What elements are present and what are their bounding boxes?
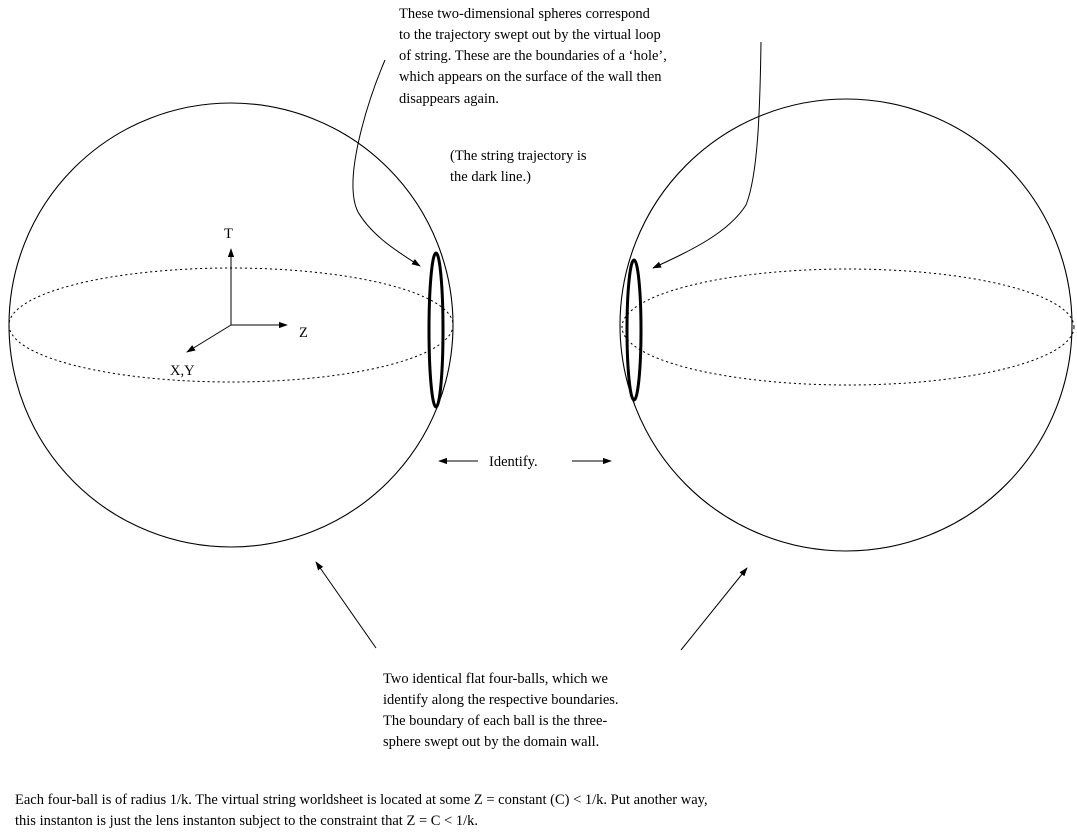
caption-line: Each four-ball is of radius 1/k. The vir…: [15, 792, 708, 808]
spheres-note-line: to the trajectory swept out by the virtu…: [399, 27, 661, 43]
coordinate-axes: T Z X,Y: [170, 226, 308, 379]
right-ball-outline: [619, 98, 1073, 552]
spheres-note-line: disappears again.: [399, 91, 499, 107]
right-string-trajectory: [625, 258, 643, 402]
balls-note-line: Two identical flat four-balls, which we: [383, 671, 608, 687]
balls-annotation: Two identical flat four-balls, which we …: [383, 671, 619, 750]
caption-line: this instanton is just the lens instanto…: [15, 813, 478, 829]
balls-note-line: identify along the respective boundaries…: [383, 692, 619, 708]
spheres-note-line: These two-dimensional spheres correspond: [399, 6, 651, 22]
balls-pointer-right: [680, 567, 748, 651]
identify-label: Identify.: [489, 454, 538, 470]
balls-note-line: sphere swept out by the domain wall.: [383, 734, 599, 750]
spheres-annotation: These two-dimensional spheres correspond…: [399, 6, 667, 107]
caption: Each four-ball is of radius 1/k. The vir…: [15, 792, 708, 829]
trajectory-note-line: (The string trajectory is: [450, 148, 587, 164]
balls-note-line: The boundary of each ball is the three-: [383, 713, 607, 729]
pointer-arrows: [315, 41, 762, 651]
t-axis-label: T: [224, 226, 233, 242]
spheres-pointer-left: [352, 59, 421, 267]
trajectory-annotation: (The string trajectory is the dark line.…: [450, 148, 587, 185]
left-string-trajectory: [427, 251, 445, 409]
right-ball: [619, 98, 1075, 552]
trajectory-note-line: the dark line.): [450, 169, 531, 185]
xy-axis-label: X,Y: [170, 363, 195, 379]
spheres-note-line: of string. These are the boundaries of a…: [399, 48, 667, 64]
z-axis-label: Z: [299, 325, 308, 341]
spheres-note-line: which appears on the surface of the wall…: [399, 69, 662, 85]
right-ball-equator: [621, 268, 1075, 386]
xy-axis: [186, 324, 232, 353]
balls-pointer-left: [315, 561, 377, 649]
spheres-pointer-right: [652, 41, 762, 269]
